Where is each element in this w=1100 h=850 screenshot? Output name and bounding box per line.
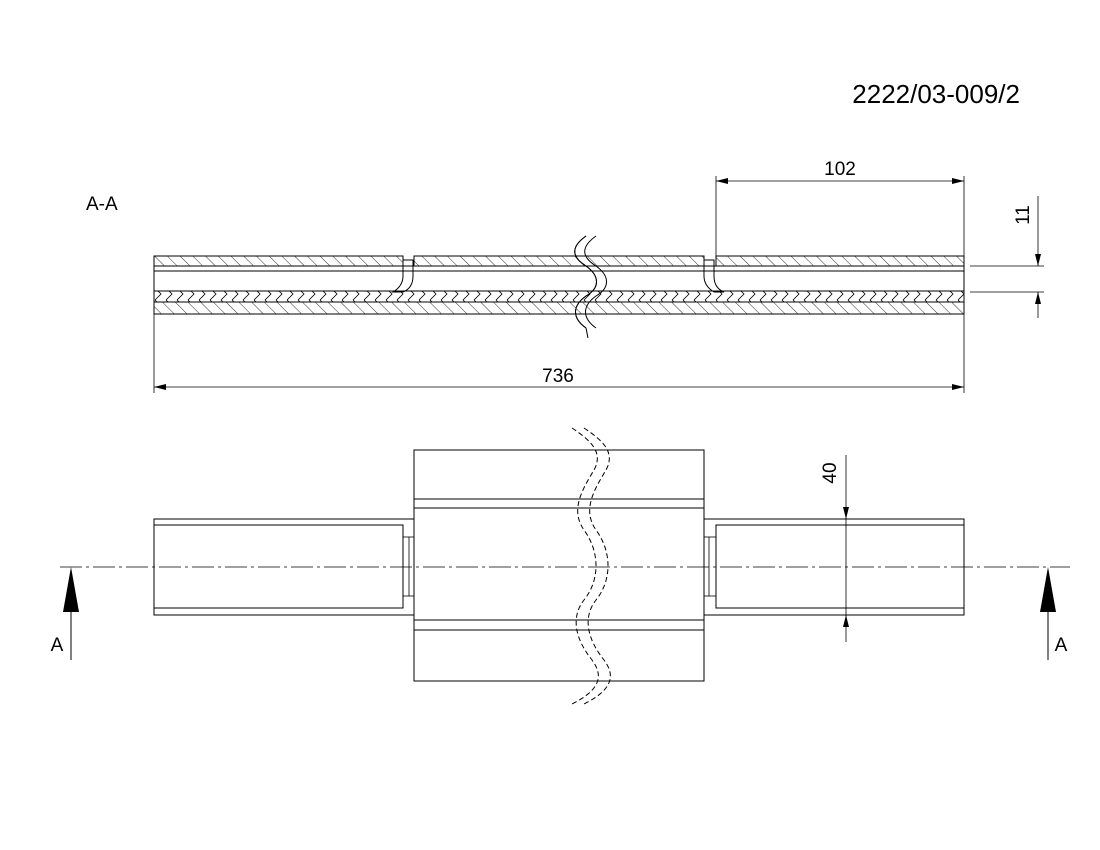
joint-right: [703, 259, 725, 293]
dimension-end-length: 102: [715, 159, 965, 256]
joint-left: [391, 259, 414, 293]
break-line-plan-a: [571, 427, 599, 705]
top-wall-right: [715, 255, 965, 267]
section-view: [153, 235, 965, 339]
section-label: A-A: [86, 194, 118, 215]
section-arrow-left: A: [51, 567, 79, 660]
dimension-wall-height: 11: [970, 196, 1044, 318]
arrow-up-icon: [63, 567, 79, 612]
dimension-width-label: 40: [820, 462, 841, 483]
right-end-inner: [715, 524, 965, 609]
break-line-section-a: [574, 235, 597, 339]
drawing-number: 2222/03-009/2: [852, 79, 1020, 109]
section-arrow-right-label: A: [1055, 635, 1068, 656]
middle-block: [413, 449, 705, 682]
section-arrow-right: A: [1040, 567, 1068, 660]
plan-view: [153, 427, 965, 705]
break-line-section-b: [574, 235, 597, 329]
dimension-width: 40: [820, 455, 849, 642]
break-line-section-c: [584, 235, 607, 329]
bottom-wall-hatched-band: [153, 301, 965, 315]
left-end-inner: [153, 524, 404, 609]
section-arrow-left-label: A: [51, 635, 64, 656]
dimension-overall-length: 736: [153, 314, 965, 393]
break-line-plan-b: [583, 427, 611, 705]
bottom-wall-chevron-band: [153, 290, 965, 303]
arrow-up-icon: [1040, 567, 1056, 612]
top-wall-middle: [413, 255, 705, 267]
dimension-end-length-label: 102: [824, 159, 856, 180]
dimension-overall-length-label: 736: [542, 366, 574, 387]
dimension-wall-height-label: 11: [1013, 205, 1034, 225]
top-wall-left: [153, 255, 404, 267]
